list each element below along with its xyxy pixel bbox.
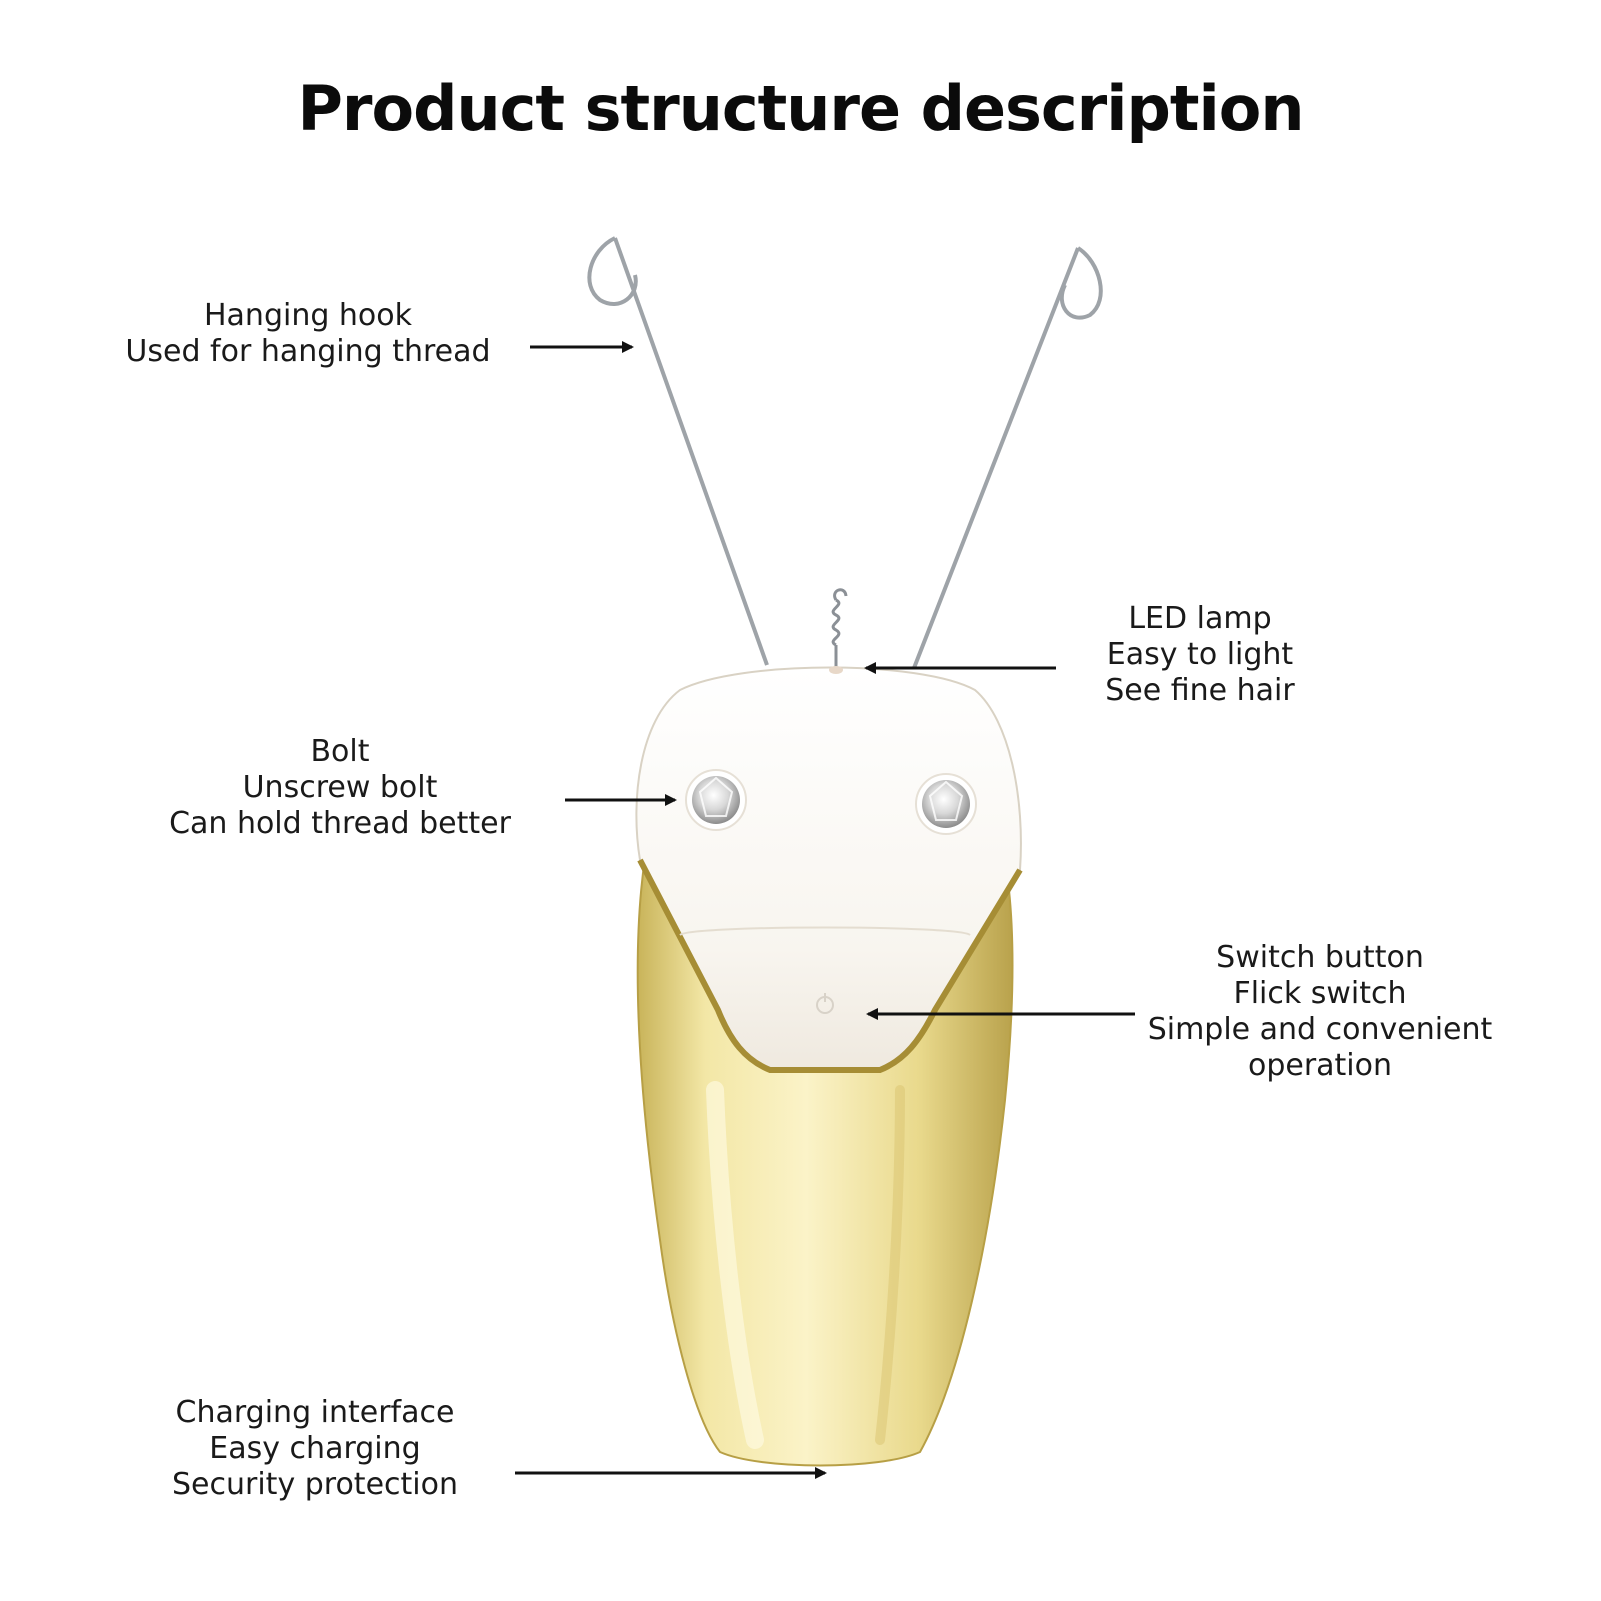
switch-panel: [679, 926, 971, 936]
callout-line: LED lamp: [1128, 601, 1272, 636]
hanging-hook-right: [912, 246, 1103, 669]
callout-bolt: Bolt Unscrew bolt Can hold thread better: [150, 734, 530, 842]
callout-line: Security protection: [172, 1467, 458, 1502]
led-lamp-spring: [829, 588, 848, 674]
callout-line: See fine hair: [1105, 673, 1295, 708]
page-title: Product structure description: [297, 72, 1304, 145]
callout-line: Easy to light: [1106, 637, 1294, 672]
callout-line: Flick switch: [1233, 976, 1407, 1011]
callout-line: Can hold thread better: [169, 806, 511, 841]
callout-line: Switch button: [1216, 940, 1424, 975]
callout-line: Unscrew bolt: [242, 770, 438, 805]
power-icon: [816, 993, 834, 1014]
bolt-right-icon: [915, 773, 977, 835]
callout-line: Charging interface: [175, 1395, 455, 1430]
callout-line: operation: [1247, 1048, 1393, 1083]
callout-line: Hanging hook: [203, 298, 413, 333]
callout-line: Simple and convenient: [1147, 1012, 1493, 1047]
callout-charging-interface: Charging interface Easy charging Securit…: [140, 1395, 490, 1503]
callout-led-lamp: LED lamp Easy to light See fine hair: [1060, 601, 1340, 709]
hanging-hook-left: [587, 236, 769, 666]
callout-line: Easy charging: [209, 1431, 421, 1466]
callout-hanging-hook: Hanging hook Used for hanging thread: [108, 298, 508, 370]
callout-switch-button: Switch button Flick switch Simple and co…: [1140, 940, 1500, 1084]
bolt-left-icon: [685, 769, 747, 831]
callout-line: Bolt: [310, 734, 370, 769]
callout-line: Used for hanging thread: [125, 334, 491, 369]
